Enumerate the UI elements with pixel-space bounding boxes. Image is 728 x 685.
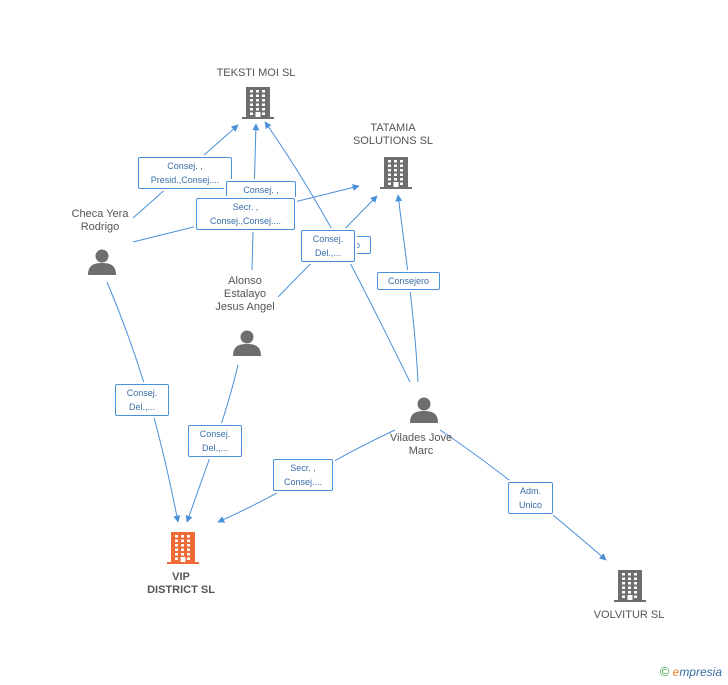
role-box-checa-vip[interactable]: Consej. Del.,... [115,384,169,416]
brand-logo-first: e [672,665,680,679]
node-label-vilades: Vilades Jove Marc [389,432,453,457]
alonso-person-icon[interactable] [233,330,261,357]
vip-building-icon[interactable] [167,532,199,564]
role-box-checa-teksti[interactable]: Consej. , Presid.,Consej.... [138,157,232,189]
node-label-vip: VIP DISTRICT SL [147,571,215,596]
role-box-alonso-vip[interactable]: Consej. Del.,... [188,425,242,457]
role-box-vilades-volvitur[interactable]: Adm. Unico [508,482,553,514]
node-label-teksti: TEKSTI MOI SL [216,67,296,79]
teksti-building-icon[interactable] [242,87,274,119]
tatamia-building-icon[interactable] [380,157,412,189]
brand-logo-rest: mpresia [679,665,722,679]
volvitur-building-icon[interactable] [614,570,646,602]
icons [88,87,646,602]
brand-logo: empresia [673,665,722,679]
checa-person-icon[interactable] [88,249,116,276]
role-box-vilades-teksti[interactable]: Consej. Del.,... [301,230,355,262]
node-label-volvitur: VOLVITUR SL [593,609,665,621]
role-box-vilades-vip[interactable]: Secr. , Consej.... [273,459,333,491]
node-label-alonso: Alonso Estalayo Jesus Angel [215,275,275,313]
node-label-checa: Checa Yera Rodrigo [71,208,129,233]
role-box-checa-tatamia[interactable]: Secr. , Consej.,Consej.... [196,198,295,230]
role-box-alonso-teksti[interactable]: Consej. , [226,181,296,199]
copyright-footer: © empresia [660,664,722,679]
copyright-symbol: © [659,664,670,679]
role-box-vilades-tatamia[interactable]: Consejero [377,272,440,290]
vilades-person-icon[interactable] [410,397,438,424]
node-label-tatamia: TATAMIA SOLUTIONS SL [352,122,434,147]
